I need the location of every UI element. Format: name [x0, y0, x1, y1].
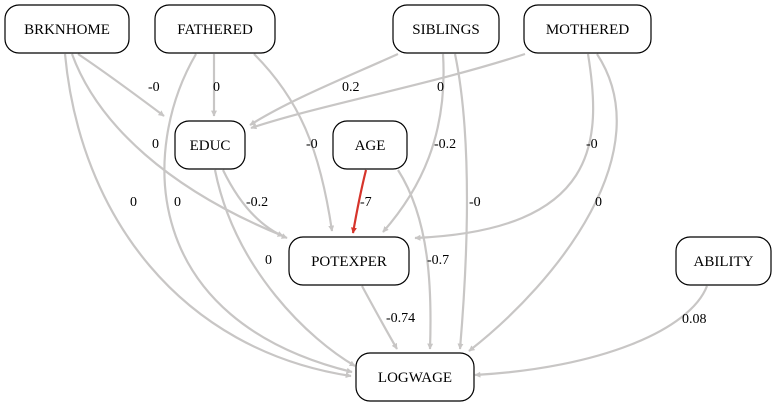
- edge-weight-label: 0: [595, 195, 602, 210]
- edge-weight-label: 0: [130, 195, 137, 210]
- node-box: [4, 4, 130, 54]
- node-mothered: MOTHERED: [523, 4, 652, 54]
- node-label: ABILITY: [694, 254, 754, 270]
- node-ability: ABILITY: [675, 236, 772, 286]
- edge-weight-label: -0.2: [434, 137, 456, 152]
- edge-weight-label: -0.7: [427, 253, 449, 268]
- edge-weight-label: 0: [152, 137, 159, 152]
- edge-brknhome-to-potexper: [70, 53, 284, 238]
- node-box: [174, 120, 246, 170]
- edge-siblings-to-logwage: [453, 53, 469, 350]
- node-label: BRKNHOME: [24, 22, 110, 38]
- node-label: LOGWAGE: [378, 370, 452, 386]
- node-box: [523, 4, 652, 54]
- edge-siblings-to-potexper: [382, 53, 445, 233]
- node-box: [288, 236, 410, 286]
- edge-weight-label: -0.2: [246, 195, 268, 210]
- node-label: EDUC: [190, 138, 231, 154]
- edge-weight-label: -0: [586, 137, 598, 152]
- edges-layer: [63, 52, 709, 379]
- edge-fathered-to-potexper: [253, 53, 335, 232]
- node-box: [332, 120, 408, 170]
- node-label: SIBLINGS: [412, 22, 480, 38]
- edge-mothered-to-potexper: [414, 53, 595, 241]
- node-educ: EDUC: [174, 120, 246, 170]
- edge-weight-label: -0: [148, 80, 160, 95]
- edge-brknhome-to-logwage: [63, 53, 352, 379]
- node-potexper: POTEXPER: [288, 236, 410, 286]
- edge-weight-label: -0: [469, 195, 481, 210]
- edge-weight-label: 0: [213, 80, 220, 95]
- node-label: POTEXPER: [311, 254, 387, 270]
- edge-weight-label: -7: [360, 195, 372, 210]
- node-box: [392, 4, 500, 54]
- edge-fathered-to-logwage: [163, 53, 353, 374]
- edge-weight-label: -0.74: [386, 311, 415, 326]
- edge-weight-label: 0: [437, 80, 444, 95]
- nodes-layer: BRKNHOME FATHERED SIBLINGS MOTHERED EDUC AGE P…: [4, 4, 772, 402]
- edge-weight-label: 0.08: [682, 312, 707, 327]
- node-label: FATHERED: [177, 22, 253, 38]
- edge-siblings-to-educ: [249, 52, 399, 126]
- edge-mothered-to-educ: [250, 52, 526, 130]
- edge-weight-label: 0: [265, 253, 272, 268]
- edge-age-to-logwage: [397, 169, 434, 350]
- node-box: [675, 236, 772, 286]
- node-box: [355, 352, 475, 402]
- edge-labels-layer: -0 0 0 0 -0 0 0.2 -0.2 -0 0 -0 0 -0.2 0 -7 -0.7 -0.74 0.0…: [130, 80, 707, 327]
- edge-weight-label: -0: [306, 137, 318, 152]
- edge-mothered-to-logwage: [468, 53, 618, 352]
- node-age: AGE: [332, 120, 408, 170]
- edge-ability-to-logwage: [474, 285, 709, 378]
- edge-brknhome-to-educ: [77, 53, 165, 117]
- node-fathered: FATHERED: [154, 4, 276, 54]
- node-label: MOTHERED: [546, 22, 629, 38]
- node-label: AGE: [355, 138, 386, 154]
- node-siblings: SIBLINGS: [392, 4, 500, 54]
- edge-weight-label: 0: [174, 195, 181, 210]
- node-logwage: LOGWAGE: [355, 352, 475, 402]
- edge-potexper-to-logwage: [361, 285, 398, 350]
- edge-educ-to-logwage: [213, 169, 356, 367]
- node-brknhome: BRKNHOME: [4, 4, 130, 54]
- edge-weight-label: 0.2: [342, 80, 360, 95]
- edge-age-to-potexper: [350, 169, 368, 234]
- edge-educ-to-potexper: [222, 169, 288, 240]
- node-box: [154, 4, 276, 54]
